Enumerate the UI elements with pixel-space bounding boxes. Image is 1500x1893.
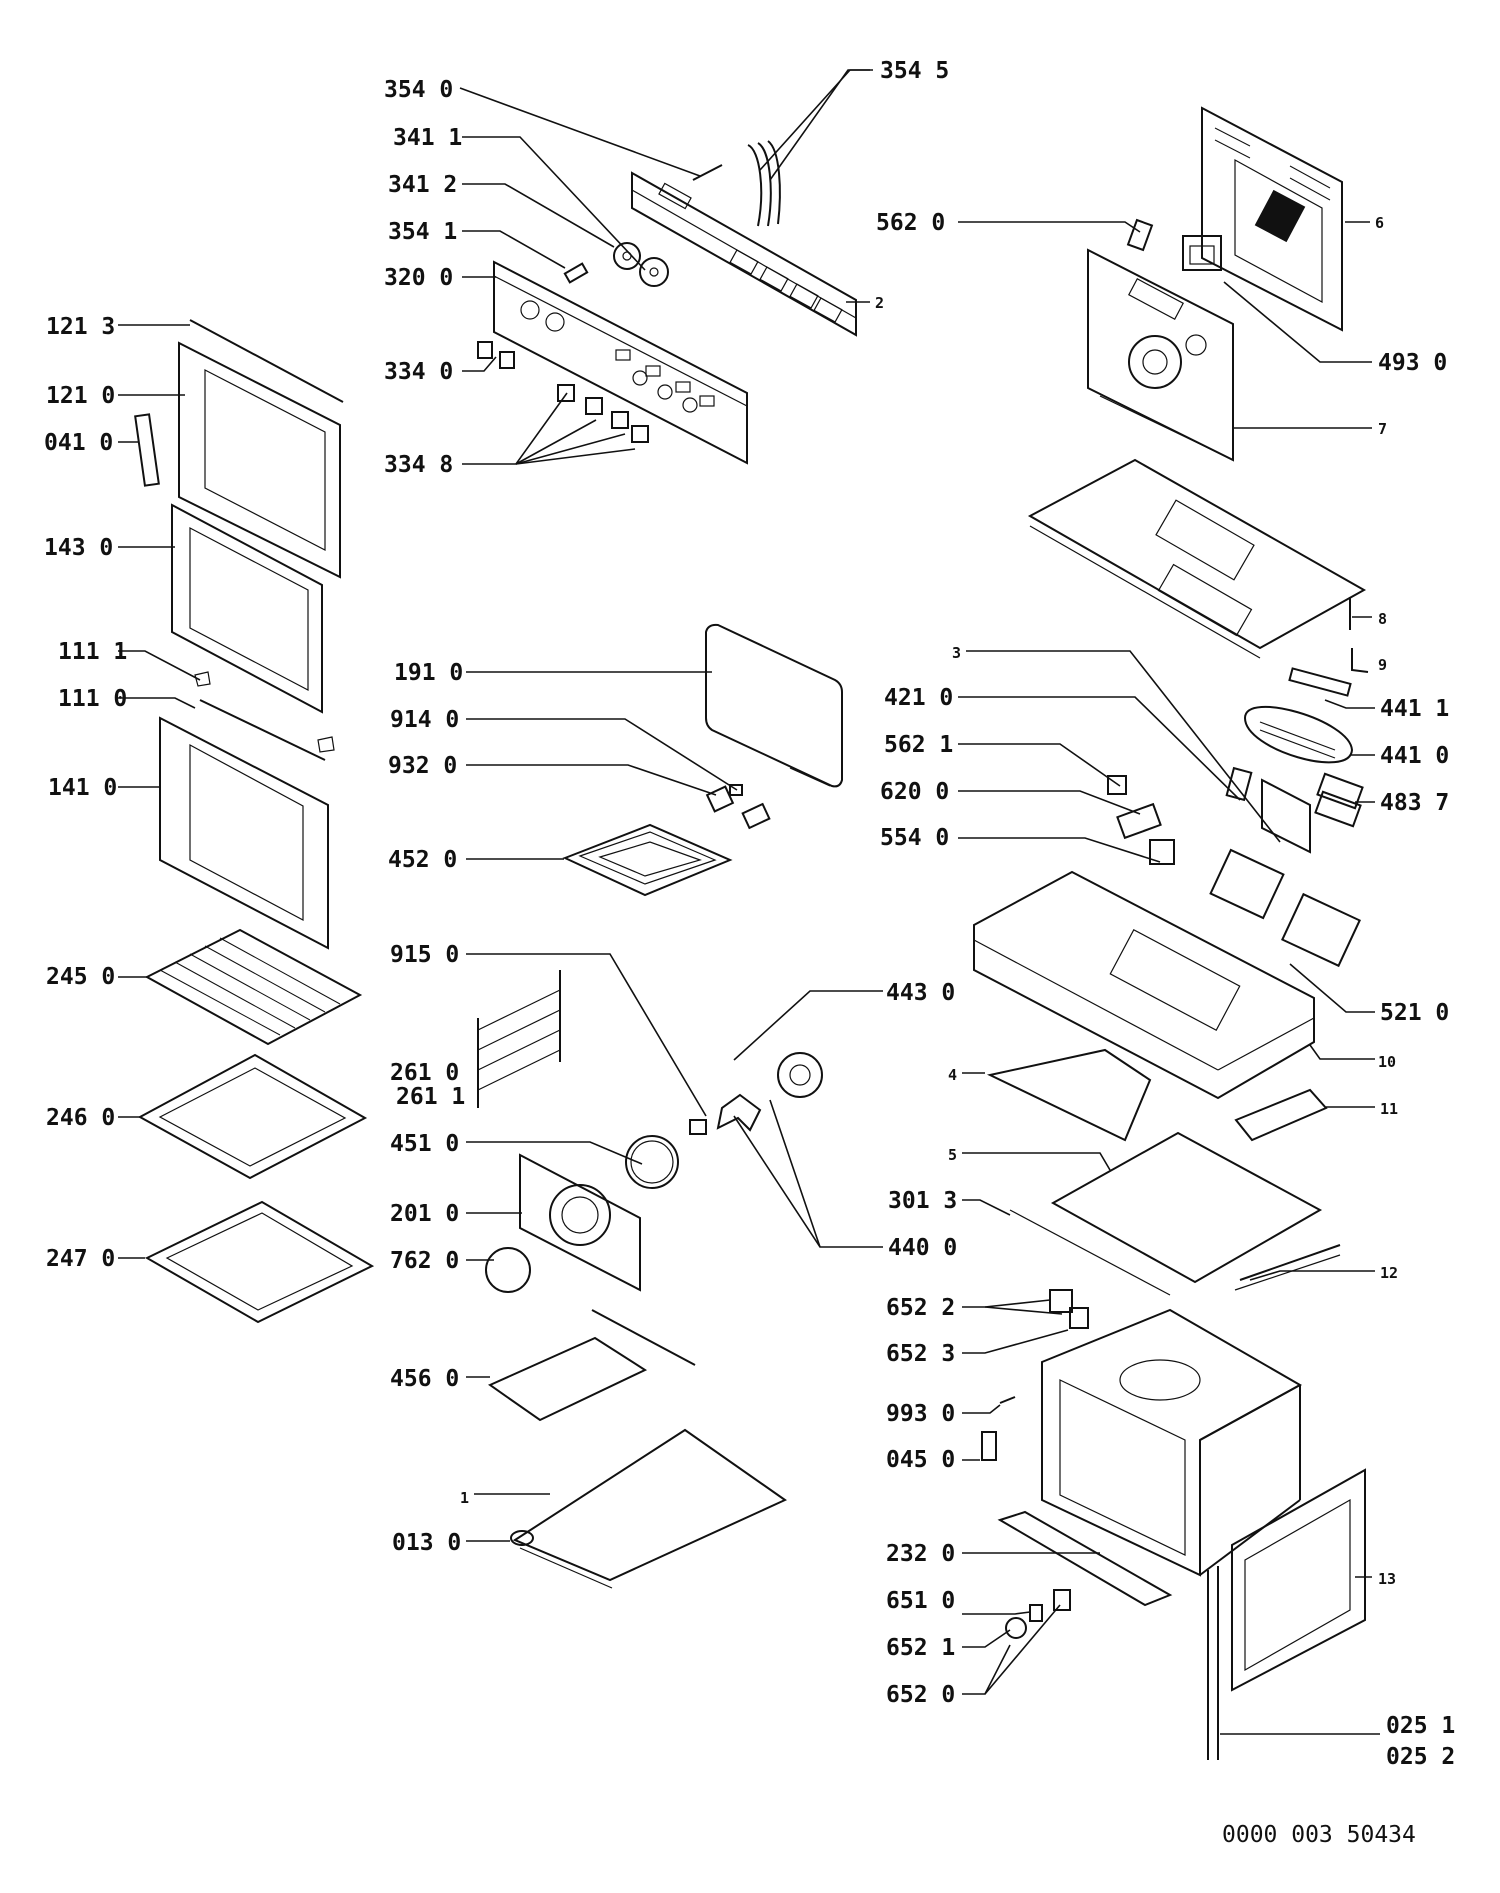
- label-354-1: 354 1: [388, 219, 457, 245]
- fan-motor-assembly-part: [1107, 667, 1364, 865]
- label-11: 11: [1380, 1100, 1398, 1118]
- label-261-1: 261 1: [396, 1084, 465, 1110]
- label-12: 12: [1380, 1264, 1398, 1282]
- label-013-0: 013 0: [392, 1530, 461, 1556]
- label-652-1: 652 1: [886, 1635, 955, 1661]
- label-5: 5: [948, 1146, 957, 1164]
- label-334-0: 334 0: [384, 359, 453, 385]
- label-045-0: 045 0: [886, 1447, 955, 1473]
- label-354-5: 354 5: [880, 58, 949, 84]
- control-box-part: [973, 848, 1361, 1100]
- label-652-2: 652 2: [886, 1295, 955, 1321]
- label-651-0: 651 0: [886, 1588, 955, 1614]
- label-111-0: 111 0: [58, 686, 127, 712]
- label-521-0: 521 0: [1380, 1000, 1449, 1026]
- oven-cavity-part: [981, 1308, 1366, 1760]
- control-panel-part: [493, 260, 748, 465]
- rear-cover-panel-part: [1201, 106, 1343, 332]
- label-261-0: 261 0: [390, 1060, 459, 1086]
- label-341-1: 341 1: [393, 125, 462, 151]
- label-915-0: 915 0: [390, 942, 459, 968]
- label-441-1: 441 1: [1380, 696, 1449, 722]
- label-441-0: 441 0: [1380, 743, 1449, 769]
- knob-discs-part: [563, 242, 669, 287]
- label-7: 7: [1378, 420, 1387, 438]
- label-456-0: 456 0: [390, 1366, 459, 1392]
- base-plates-part: [986, 1048, 1341, 1329]
- label-2: 2: [875, 294, 884, 312]
- footer-code: 0000 003 50434: [1222, 1822, 1416, 1848]
- label-8: 8: [1378, 610, 1387, 628]
- label-191-0: 191 0: [394, 660, 463, 686]
- label-993-0: 993 0: [886, 1401, 955, 1427]
- bracket-and-transformer-part: [1126, 218, 1222, 271]
- rear-wall-part: [1087, 248, 1234, 462]
- label-932-0: 932 0: [388, 753, 457, 779]
- label-301-3: 301 3: [888, 1188, 957, 1214]
- label-421-0: 421 0: [884, 685, 953, 711]
- label-652-3: 652 3: [886, 1341, 955, 1367]
- label-562-0: 562 0: [876, 210, 945, 236]
- label-247-0: 247 0: [46, 1246, 115, 1272]
- part-labels: 354 0 354 5 341 1 341 2 354 1 320 0 334 …: [44, 58, 1455, 1848]
- label-143-0: 143 0: [44, 535, 113, 561]
- label-914-0: 914 0: [390, 707, 459, 733]
- label-341-2: 341 2: [388, 172, 457, 198]
- label-10: 10: [1378, 1053, 1396, 1071]
- label-320-0: 320 0: [384, 265, 453, 291]
- label-111-1: 111 1: [58, 639, 127, 665]
- label-4: 4: [948, 1066, 957, 1084]
- heating-elements-part: [562, 623, 843, 897]
- control-bracket-part: [631, 140, 857, 337]
- label-452-0: 452 0: [388, 847, 457, 873]
- label-443-0: 443 0: [886, 980, 955, 1006]
- leader-lines: [118, 69, 1380, 1735]
- small-bracket-part: [1351, 648, 1369, 673]
- label-483-7: 483 7: [1380, 790, 1449, 816]
- label-334-8: 334 8: [384, 452, 453, 478]
- label-9: 9: [1378, 656, 1387, 674]
- label-554-0: 554 0: [880, 825, 949, 851]
- side-racks-part: [477, 970, 561, 1108]
- label-141-0: 141 0: [48, 775, 117, 801]
- label-041-0: 041 0: [44, 430, 113, 456]
- label-652-0: 652 0: [886, 1682, 955, 1708]
- label-6: 6: [1375, 214, 1384, 232]
- label-246-0: 246 0: [46, 1105, 115, 1131]
- label-451-0: 451 0: [390, 1131, 459, 1157]
- label-13: 13: [1378, 1570, 1396, 1588]
- door-assembly-part: [134, 319, 344, 950]
- label-025-2: 025 2: [1386, 1744, 1455, 1770]
- label-493-0: 493 0: [1378, 350, 1447, 376]
- convection-fan-part: [485, 1052, 823, 1589]
- label-025-1: 025 1: [1386, 1713, 1455, 1739]
- label-121-0: 121 0: [46, 383, 115, 409]
- label-3: 3: [952, 644, 961, 662]
- label-562-1: 562 1: [884, 732, 953, 758]
- label-245-0: 245 0: [46, 964, 115, 990]
- parts-artwork: [134, 106, 1369, 1760]
- top-plate-part: [1027, 458, 1367, 659]
- label-440-0: 440 0: [888, 1235, 957, 1261]
- label-232-0: 232 0: [886, 1541, 955, 1567]
- label-762-0: 762 0: [390, 1248, 459, 1274]
- label-354-0: 354 0: [384, 77, 453, 103]
- racks-and-trays-part: [137, 928, 375, 1324]
- label-620-0: 620 0: [880, 779, 949, 805]
- label-1: 1: [460, 1489, 469, 1507]
- label-121-3: 121 3: [46, 314, 115, 340]
- control-knobs-part: [477, 341, 649, 443]
- label-201-0: 201 0: [390, 1201, 459, 1227]
